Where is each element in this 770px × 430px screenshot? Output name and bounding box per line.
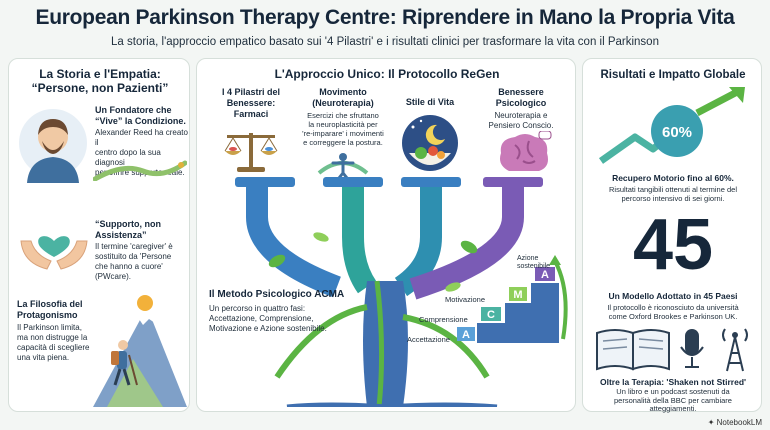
founder-title: Un Fondatore che “Vive” la Condizione.: [95, 105, 186, 127]
book-icon: [596, 329, 670, 371]
story-heading-line1: La Storia e l'Empatia:: [39, 67, 161, 81]
support-title-line1: “Supporto, non: [95, 219, 161, 229]
hiker-mountain-icon: [93, 295, 187, 407]
notebooklm-icon: ✦: [707, 418, 715, 427]
philosophy-text-line4: una vita piena.: [17, 353, 70, 362]
support-title: “Supporto, non Assistenza”: [95, 219, 161, 241]
approach-heading: L'Approccio Unico: Il Protocollo ReGen: [274, 67, 500, 81]
support-text-line2: sostituito da 'Persone: [95, 252, 172, 261]
pillar-psicologico-text: Neuroterapia e Pensiero Conscio.: [479, 111, 563, 131]
pillar-farmaci-line2: Benessere:: [226, 98, 276, 108]
hands-heart-icon: [20, 236, 88, 270]
path-icon: [93, 160, 187, 181]
pillar-psicologico-text-line2: Pensiero Conscio.: [488, 121, 554, 130]
acma-text-line2: Accettazione, Comprensione,: [209, 314, 314, 323]
pillar-farmaci-line3: Farmaci: [233, 109, 269, 119]
lifestyle-icon: [402, 115, 458, 171]
beyond-therapy-text-line3: atteggiamenti.: [649, 404, 697, 413]
philosophy-title-line2: Protagonismo: [17, 310, 78, 320]
step-azione: Azione sostenibile: [517, 255, 551, 270]
beyond-therapy-text: Un libro e un podcast sostenuti da perso…: [583, 387, 763, 414]
countries-title: Un Modello Adottato in 45 Paesi: [608, 291, 738, 301]
story-panel: La Storia e l'Empatia: “Persone, non Paz…: [8, 58, 190, 412]
pillar-movimento-text-line4: e correggere la postura.: [303, 138, 383, 147]
pillar-movimento-text-line1: Esercizi che sfruttano: [307, 111, 379, 120]
motor-recovery-text-line2: percorso intensivo di sei giorni.: [621, 194, 725, 203]
philosophy-text-line1: Il Parkinson limita,: [17, 323, 82, 332]
pillar-movimento-text-line3: 're-imparare' i movimenti: [302, 129, 384, 138]
brain-icon: [500, 131, 552, 171]
media-icons: [596, 328, 748, 372]
founder-title-line1: Un Fondatore che: [95, 105, 172, 115]
countries-text: Il protocollo è riconosciuto da universi…: [583, 303, 763, 321]
results-heading: Risultati e Impatto Globale: [600, 69, 746, 81]
countries-number: 45: [632, 205, 714, 285]
pillar-psicologico-line1: Benessere: [498, 87, 544, 97]
motor-recovery-text-line1: Risultati tangibili ottenuti al termine …: [609, 185, 737, 194]
support-text-line1: Il termine 'caregiver' è: [95, 242, 173, 251]
step-letter-4: A: [541, 269, 549, 281]
beyond-therapy-text-line2: personalità della BBC per cambiare: [614, 395, 732, 405]
scales-icon: [224, 133, 278, 172]
founder-title-line2: “Vive” la Condizione.: [95, 116, 186, 126]
approach-panel: L'Approccio Unico: Il Protocollo ReGen I…: [196, 58, 576, 412]
acma-stairs: A C M A: [453, 255, 568, 343]
pillar-movimento-text: Esercizi che sfruttano la neuroplasticit…: [293, 111, 393, 147]
step-accettazione: Accettazione: [407, 335, 450, 344]
broadcast-tower-icon: [722, 328, 748, 372]
movement-icon: [317, 153, 369, 185]
growth-chart-icon: 60%: [598, 87, 745, 164]
step-comprensione: Comprensione: [419, 315, 468, 324]
story-heading: La Storia e l'Empatia: “Persone, non Paz…: [9, 67, 191, 95]
percent-label: 60%: [662, 124, 692, 141]
step-letter-2: C: [487, 309, 495, 321]
results-panel: Risultati e Impatto Globale 60% Recupero…: [582, 58, 763, 414]
page-subtitle: La storia, l'approccio empatico basato s…: [111, 36, 659, 48]
acma-text: Un percorso in quattro fasi: Accettazion…: [209, 304, 327, 334]
support-title-line2: Assistenza”: [95, 230, 147, 240]
tree-pipes-illustration: [235, 177, 543, 407]
support-text-line4: (PWcare).: [95, 272, 131, 281]
microphone-icon: [680, 329, 704, 368]
support-text-line3: che hanno a cuore': [95, 262, 163, 271]
pillar-movimento-line1: Movimento: [319, 87, 367, 97]
countries-text-line1: Il protocollo è riconosciuto da universi…: [607, 303, 739, 312]
pillar-stile-label: Stile di Vita: [405, 97, 455, 107]
motor-recovery-title: Recupero Motorio fino al 60%.: [612, 173, 734, 183]
pillar-farmaci-line1: I 4 Pilastri del: [221, 87, 281, 97]
philosophy-title: La Filosofia del Protagonismo: [17, 299, 83, 321]
philosophy-title-line1: La Filosofia del: [17, 299, 83, 309]
countries-text-line2: come Oxford Brookes e Parkinson UK.: [608, 312, 738, 321]
pillar-psicologico-label: Benessere Psicologico: [479, 87, 563, 109]
pillar-movimento-line2: (Neuroterapia): [312, 98, 374, 108]
footer-brand-label: NotebookLM: [716, 418, 762, 427]
philosophy-text-line2: ma non distrugge la: [17, 333, 88, 342]
step-letter-1: A: [462, 329, 470, 341]
philosophy-text: Il Parkinson limita, ma non distrugge la…: [17, 323, 89, 363]
pillar-movimento-text-line2: la neuroplasticità per: [308, 120, 378, 129]
acma-text-line3: Motivazione e Azione sostenibile.: [209, 324, 327, 333]
founder-text-line2: centro dopo la sua diagnosi: [95, 148, 161, 167]
pillar-psicologico-line2: Psicologico: [495, 98, 547, 108]
pillar-movimento-label: Movimento (Neuroterapia): [297, 87, 389, 109]
beyond-therapy-text-line1: Un libro e un podcast sostenuti da: [616, 387, 730, 396]
step-letter-3: M: [513, 289, 522, 301]
page-title: European Parkinson Therapy Centre: Ripre…: [35, 6, 735, 29]
founder-icon: [19, 109, 87, 183]
motor-recovery-text: Risultati tangibili ottenuti al termine …: [583, 185, 763, 203]
beyond-therapy-title: Oltre la Terapia: 'Shaken not Stirred': [599, 377, 747, 387]
support-text: Il termine 'caregiver' è sostituito da '…: [95, 242, 173, 282]
founder-text-line1: Alexander Reed ha creato il: [95, 128, 188, 147]
acma-title: Il Metodo Psicologico ACMA: [209, 289, 345, 300]
step-motivazione: Motivazione: [445, 295, 486, 304]
philosophy-text-line3: capacità di scegliere: [17, 343, 90, 352]
story-heading-line2: “Persone, non Pazienti”: [31, 81, 169, 95]
footer-brand: ✦ NotebookLM: [708, 418, 762, 427]
pillar-farmaci-label: I 4 Pilastri del Benessere: Farmaci: [211, 87, 291, 120]
pillar-psicologico-text-line1: Neuroterapia e: [494, 111, 548, 120]
acma-text-line1: Un percorso in quattro fasi:: [209, 304, 306, 313]
